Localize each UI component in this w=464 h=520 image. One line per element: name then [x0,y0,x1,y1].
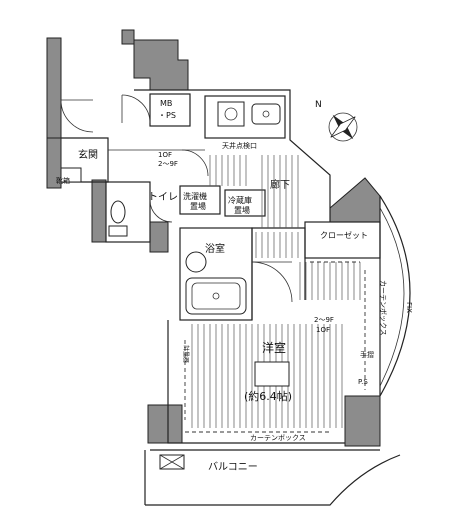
shoe-shelf [60,167,82,183]
label-mb: MB [160,99,172,108]
label-laundry-1: 洗濯機 [183,191,207,201]
compass-rose-icon: N [315,100,358,142]
door-swing-corridor [181,149,209,177]
balcony-outer [145,454,401,506]
label-balcony: バルコニー [208,461,258,473]
label-toilet: トイレ [148,192,178,203]
door-swing-entrance-top [121,94,151,124]
doors [60,94,293,303]
laundry-box [179,185,221,215]
label-shoe-box: 靴箱 [56,176,70,185]
room-center-box [254,361,290,387]
annotation-labels: 天井点検口 1OF 2～9F 2～9F 1OF カーテンボックス カーテンボック… [158,141,413,442]
fixtures [60,101,290,470]
door-swing-room [251,261,293,303]
dashed-lines [184,261,366,433]
room-outline-left-bottom [167,320,345,444]
bathtub-drain [212,292,220,300]
outline-walls [61,89,411,506]
annotation-curtain-box-bottom: カーテンボックス [250,434,306,442]
bathtub-fixture [185,277,247,315]
label-bath: 浴室 [205,242,225,255]
label-ps: ・PS [158,111,176,120]
wall-mid-left [149,221,169,253]
kitchen-counter [204,95,286,139]
wall-pillar-right-bottom [344,395,381,447]
annotation-floor-3: 2～9F [314,316,334,324]
label-corridor: 廊下 [270,178,290,191]
label-fridge-1: 冷蔵庫 [228,195,252,205]
closet-box [304,221,381,259]
toilet-box [105,181,151,243]
room-labels: 玄関 靴箱 MB ・PS トイレ 洗濯機 置場 冷蔵庫 置場 廊下 浴室 クロー… [56,99,368,473]
mbps-box [149,93,191,127]
annotation-handrail: 手摺 [360,350,374,359]
wall-toilet-left [91,179,107,243]
annotation-ps-mark: P.S [358,378,368,386]
wall-entrance-left [46,37,62,139]
label-entrance: 玄関 [78,148,98,161]
corridor-lower-outline [251,227,306,320]
compass-label: N [315,100,322,110]
annotation-ceiling-check: 天井点検口 [222,141,257,150]
upper-right-outline [188,89,331,222]
sink-fixture [251,103,281,125]
annotation-floor-4: 1OF [316,326,330,334]
toilet-tank [108,225,128,237]
wall-pillar-right-top [329,177,381,223]
sink-drain [262,110,270,118]
balcony-drain-x2 [159,454,185,470]
structural-walls [46,29,381,447]
annotation-floor-1: 1OF [158,151,172,159]
label-closet: クローゼット [320,230,368,240]
label-laundry-2: 置場 [190,201,206,211]
annotation-curtain-box-side: カーテンボックス [379,280,387,336]
door-swing-toilet [149,199,173,223]
wall-column-top [121,29,135,45]
annotation-floor-2: 2～9F [158,160,178,168]
toilet-bowl [110,200,126,224]
fridge-box [224,189,266,217]
wall-room-lower-left [147,404,183,444]
label-fridge-2: 置場 [234,205,250,215]
stove-fixture [217,101,245,127]
stove-burner [224,107,238,121]
bay-window-outer [379,195,411,397]
bathtub-inner [191,282,241,310]
wall-entrance-lower [46,137,62,189]
entrance-outline [61,137,109,183]
annotation-wall-note: 計量器 [182,345,190,363]
label-western-room: 洋室 [262,340,286,355]
bay-window-inner [379,207,405,387]
wall-pillar-top [133,39,189,91]
washbasin-fixture [185,251,207,273]
door-swing-entrance [60,99,94,133]
label-room-size: (約6.4帖) [244,389,292,403]
annotation-fix-window: FIX [405,302,413,313]
